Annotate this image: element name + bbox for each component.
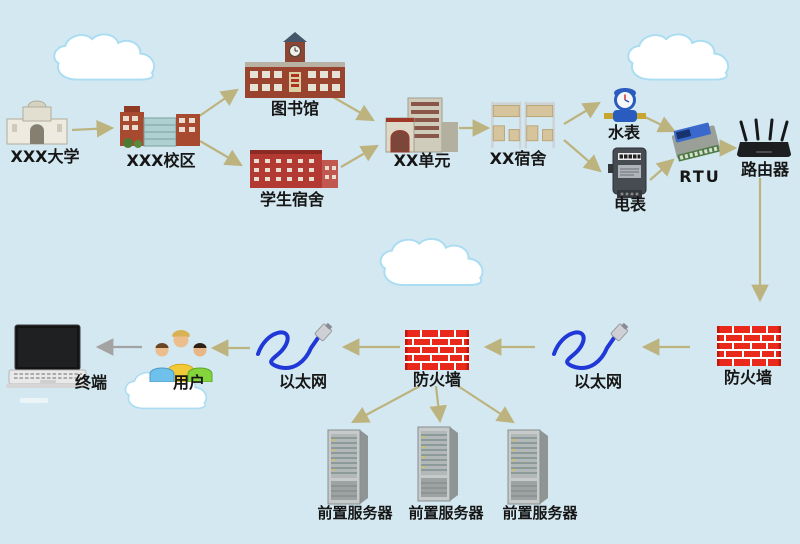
node-firewall-right: 防火墙	[717, 326, 781, 386]
node-label: 电表	[613, 195, 647, 214]
node-label: 前置服务器	[317, 504, 393, 522]
node-label: 前置服务器	[408, 504, 484, 522]
node-label: 水表	[607, 123, 641, 142]
node-label: 以太网	[278, 372, 328, 391]
node-label: 前置服务器	[502, 504, 578, 522]
node-label: 路由器	[740, 160, 790, 179]
node-electric-meter: 电表	[606, 146, 652, 213]
cloud-icon	[373, 234, 503, 287]
node-label: 用户	[172, 373, 206, 392]
arrow-firewall-server1	[351, 385, 421, 424]
server-rack-icon	[326, 428, 370, 506]
node-router: 路由器	[736, 118, 792, 178]
arrow-library-unit	[332, 96, 375, 122]
water-meter-icon	[604, 88, 646, 122]
ethernet-cable-icon	[548, 322, 632, 374]
arrow-dormroom-watermeter	[563, 101, 601, 125]
node-dorm-room: XX宿舍	[486, 98, 560, 167]
cloud-icon	[622, 28, 747, 83]
node-label: 终端	[74, 373, 108, 392]
node-university: XXX大学	[6, 98, 80, 165]
arrow-dormroom-electricmeter	[563, 139, 602, 173]
node-ethernet-right: 以太网	[548, 322, 632, 390]
university-gate-icon	[6, 100, 68, 145]
arrow-campus-dorm	[199, 140, 243, 167]
arrow-firewall-server2	[429, 385, 447, 424]
electric-meter-icon	[608, 147, 647, 198]
watermark	[20, 398, 48, 403]
node-label: 图书馆	[270, 99, 320, 118]
ethernet-cable-icon	[252, 322, 336, 374]
firewall-icon	[405, 330, 469, 370]
node-campus: XXX校区	[118, 102, 202, 169]
node-server-3: 前置服务器	[502, 428, 578, 521]
arrow-firewall-server3	[457, 385, 515, 424]
unit-building-icon	[385, 97, 458, 153]
dormitory-building-icon	[250, 150, 338, 188]
node-label: XXX大学	[10, 147, 80, 166]
server-rack-icon	[506, 428, 550, 506]
node-server-2: 前置服务器	[408, 425, 484, 521]
firewall-icon	[717, 326, 781, 366]
node-ethernet-left: 以太网	[252, 322, 336, 390]
node-label: 防火墙	[412, 370, 462, 389]
router-icon	[737, 118, 791, 157]
node-terminal: 终端	[6, 324, 107, 392]
node-users: 用户	[112, 328, 232, 410]
node-server-1: 前置服务器	[317, 428, 393, 521]
node-label: XX宿舍	[489, 149, 547, 168]
node-label: 学生宿舍	[259, 190, 325, 209]
node-label: 防火墙	[723, 368, 773, 387]
library-building-icon	[245, 32, 345, 98]
rtu-device-icon	[671, 122, 720, 162]
cloud-icon	[48, 28, 173, 83]
node-student-dorm: 学生宿舍	[248, 142, 340, 208]
node-label: 以太网	[573, 372, 623, 391]
server-rack-icon	[416, 425, 460, 503]
laptop-icon	[6, 324, 90, 388]
node-rtu: RTU	[668, 120, 724, 185]
bunk-bed-icon	[491, 101, 555, 149]
node-label: XXX校区	[126, 151, 196, 170]
node-unit: XX单元	[384, 96, 460, 169]
node-water-meter: 水表	[602, 86, 648, 141]
users-icon	[149, 330, 213, 382]
campus-building-icon	[120, 106, 200, 148]
node-library: 图书馆	[243, 30, 347, 117]
node-label: XX单元	[393, 151, 451, 170]
node-label: RTU	[679, 167, 721, 186]
node-firewall-mid: 防火墙	[405, 330, 469, 388]
arrow-campus-library	[197, 88, 239, 118]
arrow-university-campus	[71, 119, 115, 138]
arrow-dorm-unit	[340, 144, 379, 168]
